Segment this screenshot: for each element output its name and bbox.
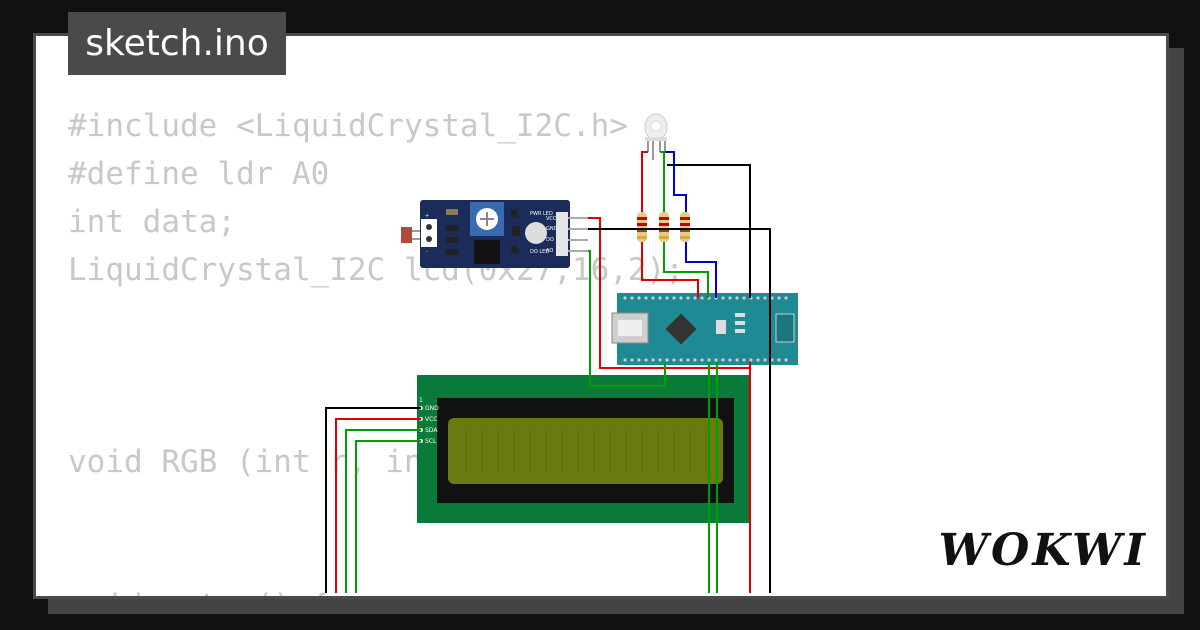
ldr-sensor-module[interactable]: + - PWR LED DO LED VCC GND DO AO	[420, 200, 588, 268]
wire-red[interactable]	[335, 418, 421, 600]
lcd-pin-number: 1	[419, 397, 423, 404]
ldr-pin-ao: AO	[546, 248, 553, 254]
ldr-pin-gnd: GND	[546, 226, 558, 232]
nano-bottom-header	[622, 357, 790, 362]
wokwi-logo: WOKWI	[938, 525, 1148, 576]
lcd-pin-sda: SDA	[425, 427, 438, 434]
arduino-nano[interactable]	[611, 293, 798, 365]
wire-green[interactable]	[588, 250, 666, 387]
lcd-pin-vcc: VCC	[425, 416, 437, 423]
ldr-minus-label: -	[426, 249, 428, 255]
wire-green[interactable]	[663, 242, 709, 298]
wire-black[interactable]	[325, 407, 421, 600]
lcd-character-cells	[465, 428, 707, 474]
wire-red[interactable]	[588, 217, 751, 369]
wire-black[interactable]	[588, 228, 771, 362]
rgb-led[interactable]	[644, 113, 668, 160]
nano-top-header	[622, 296, 790, 301]
wire-green[interactable]	[355, 440, 421, 600]
wire-red[interactable]	[641, 151, 648, 212]
nano-pins	[623, 296, 788, 362]
resistor-blue[interactable]	[680, 212, 690, 242]
file-name-tab[interactable]: sketch.ino	[68, 12, 286, 75]
ldr-plus-label: +	[425, 213, 429, 219]
resistor-red[interactable]	[637, 212, 647, 242]
resistor-green[interactable]	[659, 212, 669, 242]
photoresistor[interactable]	[401, 227, 422, 243]
wires	[325, 151, 771, 600]
wire-green[interactable]	[345, 429, 421, 600]
code-line: #include <LiquidCrystal_I2C.h>	[68, 108, 628, 144]
lcd-pin-gnd: GND	[425, 405, 439, 412]
code-line: #define ldr A0	[68, 156, 330, 192]
lcd-pin-scl: SCL	[425, 438, 437, 445]
ldr-pin-do: DO	[546, 237, 554, 243]
wire-green[interactable]	[660, 151, 665, 212]
do-led-label: DO LED	[530, 249, 549, 255]
code-preview: #include <LiquidCrystal_I2C.h> #define ld…	[68, 102, 684, 596]
wire-red[interactable]	[641, 242, 699, 298]
ldr-pin-vcc: VCC	[546, 216, 557, 222]
lcd-display[interactable]: 1 GND VCC SDA SCL	[417, 375, 750, 523]
wire-black[interactable]	[667, 164, 751, 298]
code-line: void setup() {	[68, 582, 684, 596]
wire-blue[interactable]	[665, 151, 687, 212]
wire-blue[interactable]	[685, 242, 717, 298]
code-line: int data;	[68, 204, 236, 240]
pwr-led-label: PWR LED	[530, 211, 553, 217]
